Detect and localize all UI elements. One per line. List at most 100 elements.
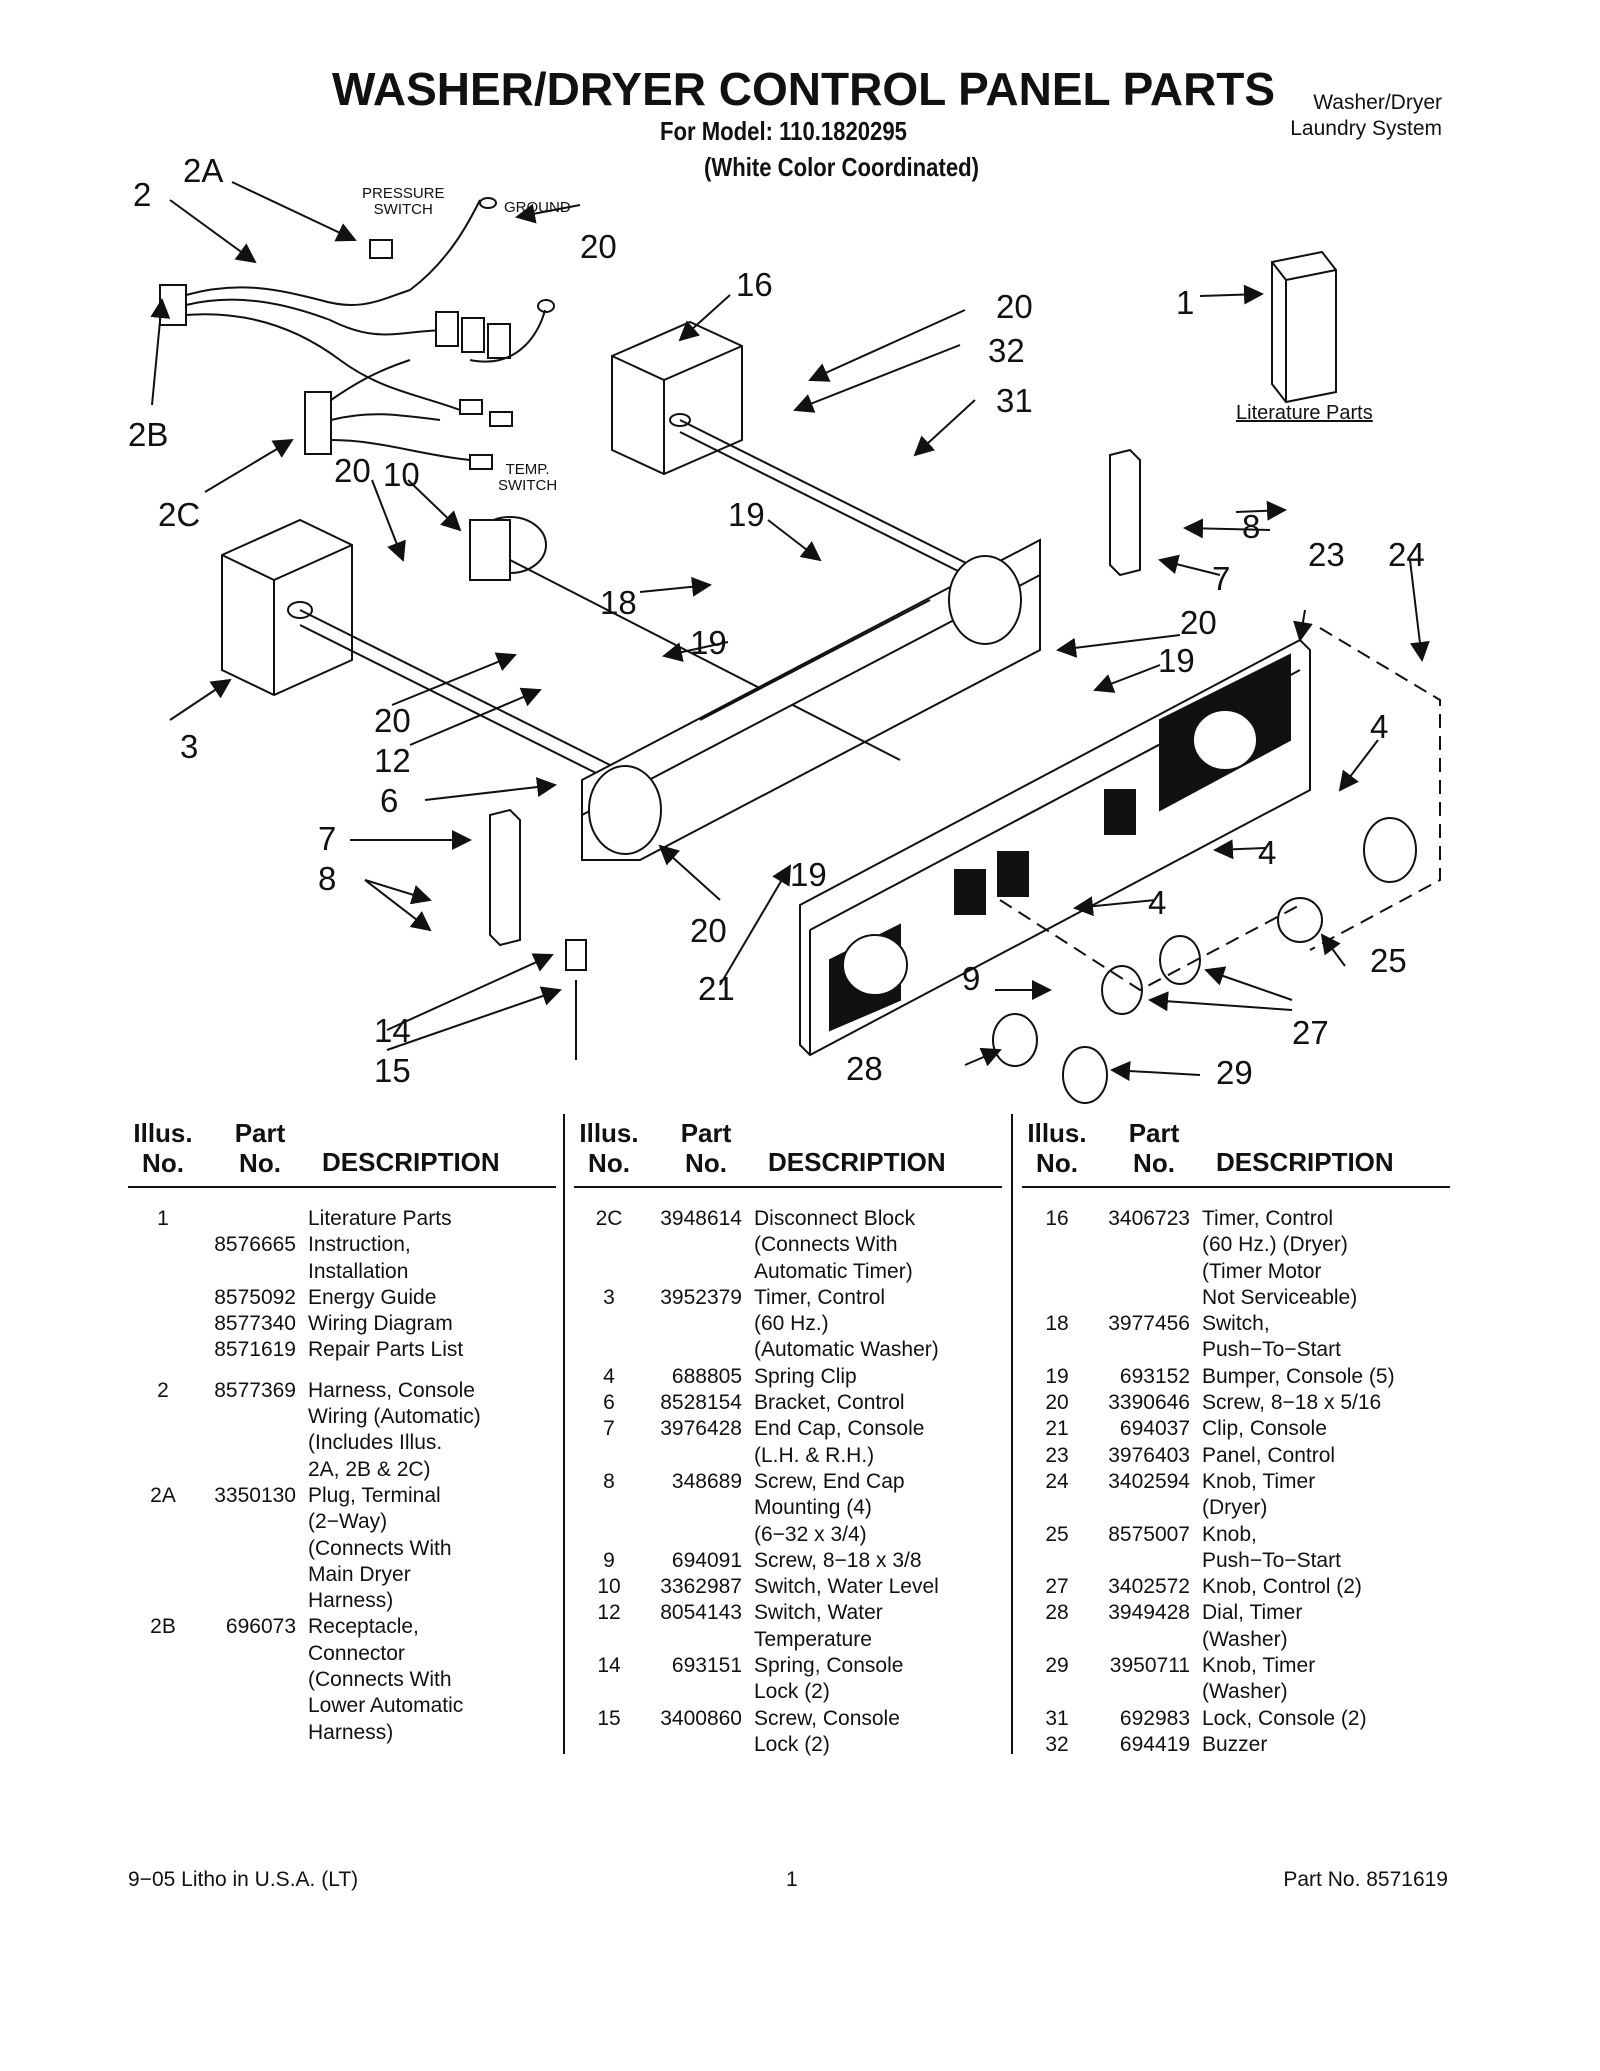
illus-cell: 2 xyxy=(157,1378,169,1402)
illus-cell: 16 xyxy=(1045,1207,1069,1230)
callout-16: 16 xyxy=(736,266,773,303)
exploded-parts-diagram: 2 2A 2B 2C 1 3 4 4 4 6 7 7 8 8 9 10 12 1… xyxy=(128,152,1441,1104)
illus-cell: 12 xyxy=(597,1601,621,1625)
end-cap-right-drawing xyxy=(1109,448,1141,577)
callout-29: 29 xyxy=(1216,1054,1253,1091)
callout-2a: 2A xyxy=(183,152,224,189)
description-cell: Switch, Push−To−Start xyxy=(1202,1312,1341,1362)
temp-switch-label: TEMP. SWITCH xyxy=(498,461,558,494)
table-row: 18 3977456 Switch, Push−To−Start xyxy=(1022,1311,1450,1364)
control-bracket-drawing xyxy=(581,538,1041,861)
illus-cell: 8 xyxy=(603,1469,615,1493)
part-number-cell: 3390646 xyxy=(1108,1391,1190,1415)
part-number-cell: 694091 xyxy=(671,1548,742,1572)
description-cell: Bracket, Control xyxy=(754,1391,905,1415)
callout-12: 12 xyxy=(374,742,411,779)
illus-cell: 14 xyxy=(597,1654,621,1678)
parts-table-column-1: Illus. No. Part No. DESCRIPTION 1 Litera… xyxy=(128,1114,556,1746)
page-number: 1 xyxy=(786,1868,798,1891)
description-cell: Clip, Console xyxy=(1202,1417,1327,1441)
illus-cell: 18 xyxy=(1045,1312,1069,1336)
illus-cell xyxy=(128,1364,198,1378)
part-number-cell: 694419 xyxy=(1119,1732,1190,1756)
part-number-cell: 3977456 xyxy=(1108,1312,1190,1336)
water-level-switch-drawing xyxy=(469,516,901,761)
illus-cell: 2C xyxy=(595,1207,623,1230)
description-cell: Bumper, Console (5) xyxy=(1202,1364,1395,1388)
diagram-drawing xyxy=(150,181,1441,1104)
part-number-cell: 3952379 xyxy=(660,1285,742,1309)
callout-4-top: 4 xyxy=(1370,708,1389,745)
header-illus: Illus. No. xyxy=(133,1118,193,1178)
description-cell xyxy=(308,1364,556,1378)
illus-cell: 23 xyxy=(1045,1443,1069,1467)
illus-cell: 2B xyxy=(150,1615,176,1639)
table-header: Illus. No. Part No. DESCRIPTION xyxy=(1022,1114,1450,1188)
dryer-timer-drawing xyxy=(611,320,1001,593)
table-row: 6 8528154 Bracket, Control xyxy=(574,1390,1002,1416)
product-label-line1: Washer/Dryer xyxy=(1313,91,1442,114)
product-label-line2: Laundry System xyxy=(1290,117,1442,140)
wiring-harness-drawing xyxy=(159,197,555,470)
description-cell: Screw, 8−18 x 5/16 xyxy=(1202,1391,1382,1415)
callout-31: 31 xyxy=(996,382,1033,419)
illus-cell: 31 xyxy=(1045,1706,1069,1730)
callout-23: 23 xyxy=(1308,536,1345,573)
part-number-cell: 3949428 xyxy=(1108,1601,1190,1625)
part-number-cell: 3950711 xyxy=(1109,1654,1190,1678)
ground-label: GROUND xyxy=(504,199,571,216)
description-cell: Screw, End Cap Mounting (4) (6−32 x 3/4) xyxy=(754,1469,905,1546)
part-number-cell: 8577340 xyxy=(214,1312,296,1336)
footer-litho: 9−05 Litho in U.S.A. (LT) xyxy=(128,1868,359,1891)
description-cell: Screw, Console Lock (2) xyxy=(754,1706,900,1756)
part-number-cell: 696073 xyxy=(225,1615,296,1639)
description-cell: Timer, Control (60 Hz.) (Dryer) (Timer M… xyxy=(1202,1207,1358,1309)
description-cell: Plug, Terminal (2−Way) (Connects With Ma… xyxy=(308,1483,452,1613)
knobs-drawing xyxy=(992,817,1417,1104)
illus-cell: 28 xyxy=(1045,1601,1069,1625)
description-cell: Literature Parts xyxy=(308,1207,452,1230)
illus-cell: 32 xyxy=(1045,1732,1069,1756)
header-illus: Illus. No. xyxy=(1027,1118,1087,1178)
part-number-cell: 8571619 xyxy=(214,1338,296,1362)
illus-cell: 29 xyxy=(1045,1654,1069,1678)
callout-21: 21 xyxy=(698,970,735,1007)
part-number-cell: 8576665 xyxy=(214,1233,296,1257)
description-cell: Switch, Water Temperature xyxy=(754,1601,883,1651)
part-number-cell: 8528154 xyxy=(660,1391,742,1415)
part-number-cell: 692983 xyxy=(1119,1706,1190,1730)
callout-8-right: 8 xyxy=(1242,508,1261,545)
illus-cell: 15 xyxy=(597,1706,621,1730)
callout-9: 9 xyxy=(962,960,981,997)
description-cell: Panel, Control xyxy=(1202,1443,1336,1467)
description-cell: Spring, Console Lock (2) xyxy=(754,1654,904,1704)
part-number-cell: 3350130 xyxy=(214,1483,296,1507)
illus-cell: 3 xyxy=(603,1285,615,1309)
callout-4-low: 4 xyxy=(1148,884,1167,921)
column-divider xyxy=(563,1114,565,1754)
callout-15: 15 xyxy=(374,1052,411,1089)
table-row: 1 Literature Parts xyxy=(128,1206,556,1232)
illus-cell: 6 xyxy=(603,1391,615,1415)
callout-28: 28 xyxy=(846,1050,883,1087)
part-number-cell: 693151 xyxy=(671,1654,742,1678)
part-number-cell: 8575092 xyxy=(214,1285,296,1309)
illus-cell xyxy=(128,1337,198,1363)
